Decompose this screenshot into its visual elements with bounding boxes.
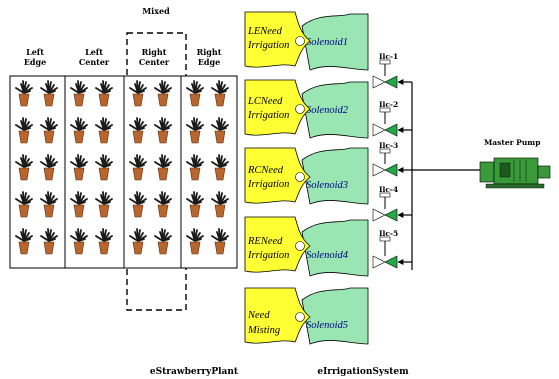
- valve-label-4: Ilc-4: [379, 185, 398, 194]
- sensor-shape: [244, 216, 311, 273]
- valve-handle: [379, 192, 391, 198]
- solenoid-label-5: Solenoid5: [306, 320, 348, 331]
- valve-body-right: [384, 75, 398, 89]
- valve-2: Ilc-2: [372, 100, 412, 137]
- sensor-label-4-line2: Irrigation: [247, 250, 289, 261]
- system-caption: eIrrigationSystem: [317, 367, 409, 377]
- pump-label: Master Pump: [484, 138, 540, 147]
- sensor-shape: [244, 287, 311, 344]
- connector-knob: [295, 172, 305, 182]
- valve-label-2: Ilc-2: [379, 100, 398, 109]
- column-header-right-edge-sub: Edge: [198, 57, 220, 67]
- solenoid-label-4: Solenoid4: [306, 250, 349, 261]
- sensor-shape: [244, 79, 311, 136]
- pump-panel: [499, 162, 511, 178]
- solenoid-shape: [301, 287, 369, 345]
- column-header-right-center-sub: Center: [139, 57, 170, 67]
- connector-knob: [295, 241, 305, 251]
- valve-body-left: [372, 208, 386, 222]
- valve-body-left: [372, 163, 386, 177]
- valve-label-5: Ilc-5: [379, 229, 398, 238]
- valve-body-right: [384, 123, 398, 137]
- valve-1: Ilc-1: [372, 52, 412, 89]
- column-header-left-center: Left: [85, 47, 103, 57]
- connector-knob: [295, 312, 305, 322]
- valve-label-1: Ilc-1: [379, 52, 398, 61]
- valve-body-right: [384, 255, 398, 269]
- sensor-shape: [244, 147, 311, 204]
- connector-knob: [295, 36, 305, 46]
- sensor-card-5: Solenoid5 Need Misting: [244, 287, 369, 345]
- sensor-label-1-line2: Irrigation: [247, 40, 289, 51]
- solenoid-label-3: Solenoid3: [306, 180, 348, 191]
- sensor-solenoid-stack: Solenoid1 LENeed Irrigation Solenoid2 LC…: [244, 11, 369, 345]
- solenoid-shape: [301, 147, 369, 205]
- valve-body-right: [384, 163, 398, 177]
- solenoid-label-2: Solenoid2: [306, 105, 349, 116]
- valve-body-left: [372, 255, 386, 269]
- sensor-card-3: Solenoid3 RCNeed Irrigation: [244, 147, 369, 205]
- valve-handle: [379, 59, 391, 65]
- solenoid-label-1: Solenoid1: [306, 37, 348, 48]
- sensor-label-4-line1: RENeed: [247, 236, 283, 247]
- valve-body-right: [384, 208, 398, 222]
- valve-5: Ilc-5: [372, 229, 412, 269]
- valve-handle: [379, 236, 391, 242]
- sensor-label-5-line2: Misting: [247, 325, 280, 336]
- sensor-label-2-line1: LCNeed: [247, 96, 283, 107]
- valve-handle: [379, 148, 391, 154]
- connector-knob: [295, 104, 305, 114]
- solenoid-shape: [301, 13, 369, 71]
- column-header-left-center-sub: Center: [79, 57, 110, 67]
- sensor-shape: [244, 11, 311, 68]
- valve-4: Ilc-4: [372, 185, 412, 222]
- valve-bank: Ilc-1 Ilc-2 Ilc-3 Ilc-4: [372, 52, 412, 269]
- pump-outlet: [537, 165, 551, 179]
- solenoid-shape: [301, 81, 369, 139]
- water-manifold: [411, 82, 480, 270]
- plant-caption: eStrawberryPlant: [150, 367, 239, 377]
- pump-base: [485, 183, 545, 189]
- sensor-card-4: Solenoid4 RENeed Irrigation: [244, 216, 369, 277]
- column-header-left-edge-sub: Edge: [24, 57, 46, 67]
- valve-body-left: [372, 75, 386, 89]
- sensor-label-2-line2: Irrigation: [247, 110, 289, 121]
- pump-motor-end: [479, 161, 495, 183]
- sensor-label-3-line2: Irrigation: [247, 179, 289, 190]
- solenoid-shape: [301, 219, 369, 277]
- master-pump: Master Pump: [479, 138, 551, 189]
- sensor-label-5-line1: Need: [247, 310, 270, 321]
- sensor-label-3-line1: RCNeed: [247, 165, 284, 176]
- valve-body-left: [372, 123, 386, 137]
- sensor-card-1: Solenoid1 LENeed Irrigation: [244, 11, 369, 71]
- column-header-right-center: Right: [142, 47, 167, 57]
- sensor-card-2: Solenoid2 LCNeed Irrigation: [244, 79, 369, 139]
- valve-3: Ilc-3: [372, 141, 412, 177]
- valve-handle: [379, 107, 391, 113]
- column-header-right-edge: Right: [197, 47, 222, 57]
- column-header-left-edge: Left: [26, 47, 44, 57]
- sensor-label-1-line1: LENeed: [247, 26, 283, 37]
- selection-label: Mixed: [142, 6, 170, 16]
- valve-label-3: Ilc-3: [379, 141, 398, 150]
- field-column-headers: Left Edge Left Center Right Center Right…: [24, 47, 222, 67]
